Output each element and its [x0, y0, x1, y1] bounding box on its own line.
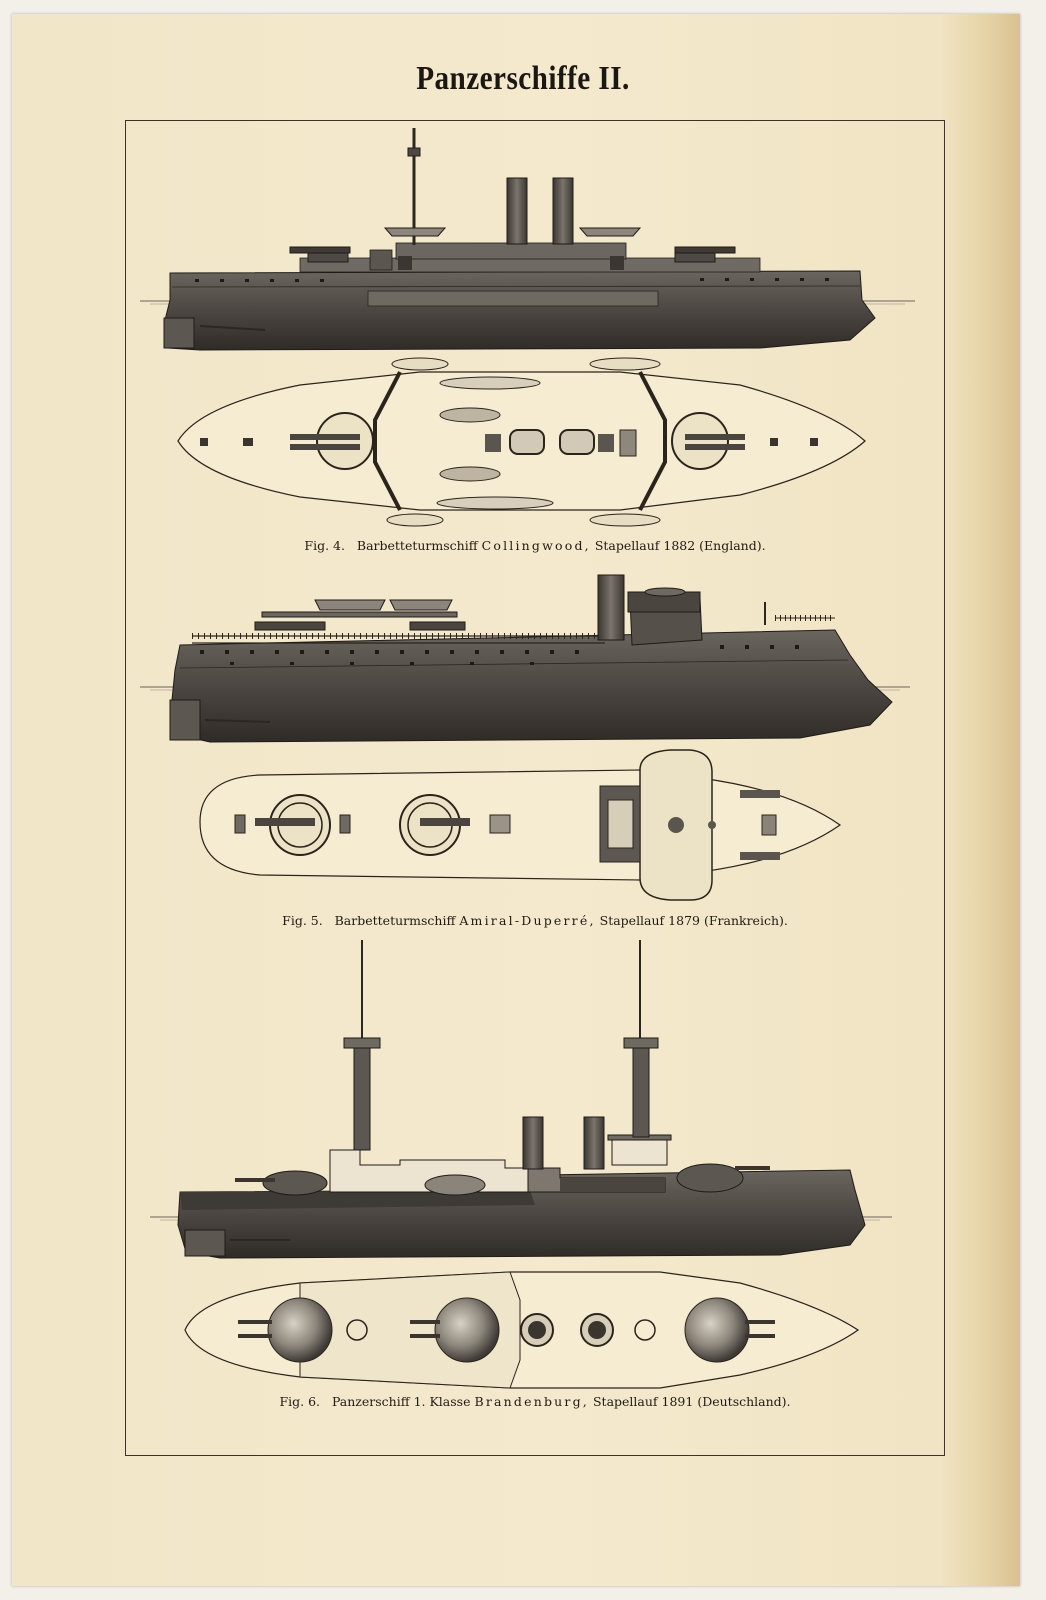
ship-name: Brandenburg, [474, 1394, 589, 1409]
engravings [140, 128, 915, 1389]
figure-caption-fig6: Fig. 6. Panzerschiff 1. Klasse Brandenbu… [125, 1394, 945, 1409]
plate-title: Panzerschiffe II. [416, 60, 630, 97]
ship-type: Barbetteturmschiff [356, 538, 478, 553]
fig5-side-view [140, 574, 910, 743]
figure-caption-fig4: Fig. 4. Barbetteturmschiff Collingwood, … [125, 538, 945, 553]
fig4-side-view [140, 128, 915, 351]
country: (Deutschland). [697, 1394, 791, 1409]
plate-frame [125, 120, 945, 1456]
ship-name: Collingwood, [481, 538, 591, 553]
fig5-deck-plan [199, 749, 842, 901]
fig6-deck-plan [184, 1271, 860, 1389]
fig4-deck-plan [177, 357, 866, 527]
fig-label: Fig. 6. [279, 1394, 321, 1409]
figure-caption-fig5: Fig. 5. Barbetteturmschiff Amiral-Duperr… [125, 913, 945, 928]
launch-date: Stapellauf 1882 [594, 538, 696, 553]
ship-name: Amiral-Duperré, [459, 913, 596, 928]
ship-type: Panzerschiff 1. Klasse [331, 1394, 471, 1409]
country: (Frankreich). [703, 913, 788, 928]
fig6-side-view [150, 940, 892, 1259]
country: (England). [699, 538, 766, 553]
ship-type: Barbetteturmschiff [334, 913, 456, 928]
fig-label: Fig. 4. [304, 538, 345, 553]
launch-date: Stapellauf 1879 [599, 913, 700, 928]
launch-date: Stapellauf 1891 [592, 1394, 694, 1409]
fig-label: Fig. 5. [282, 913, 323, 928]
